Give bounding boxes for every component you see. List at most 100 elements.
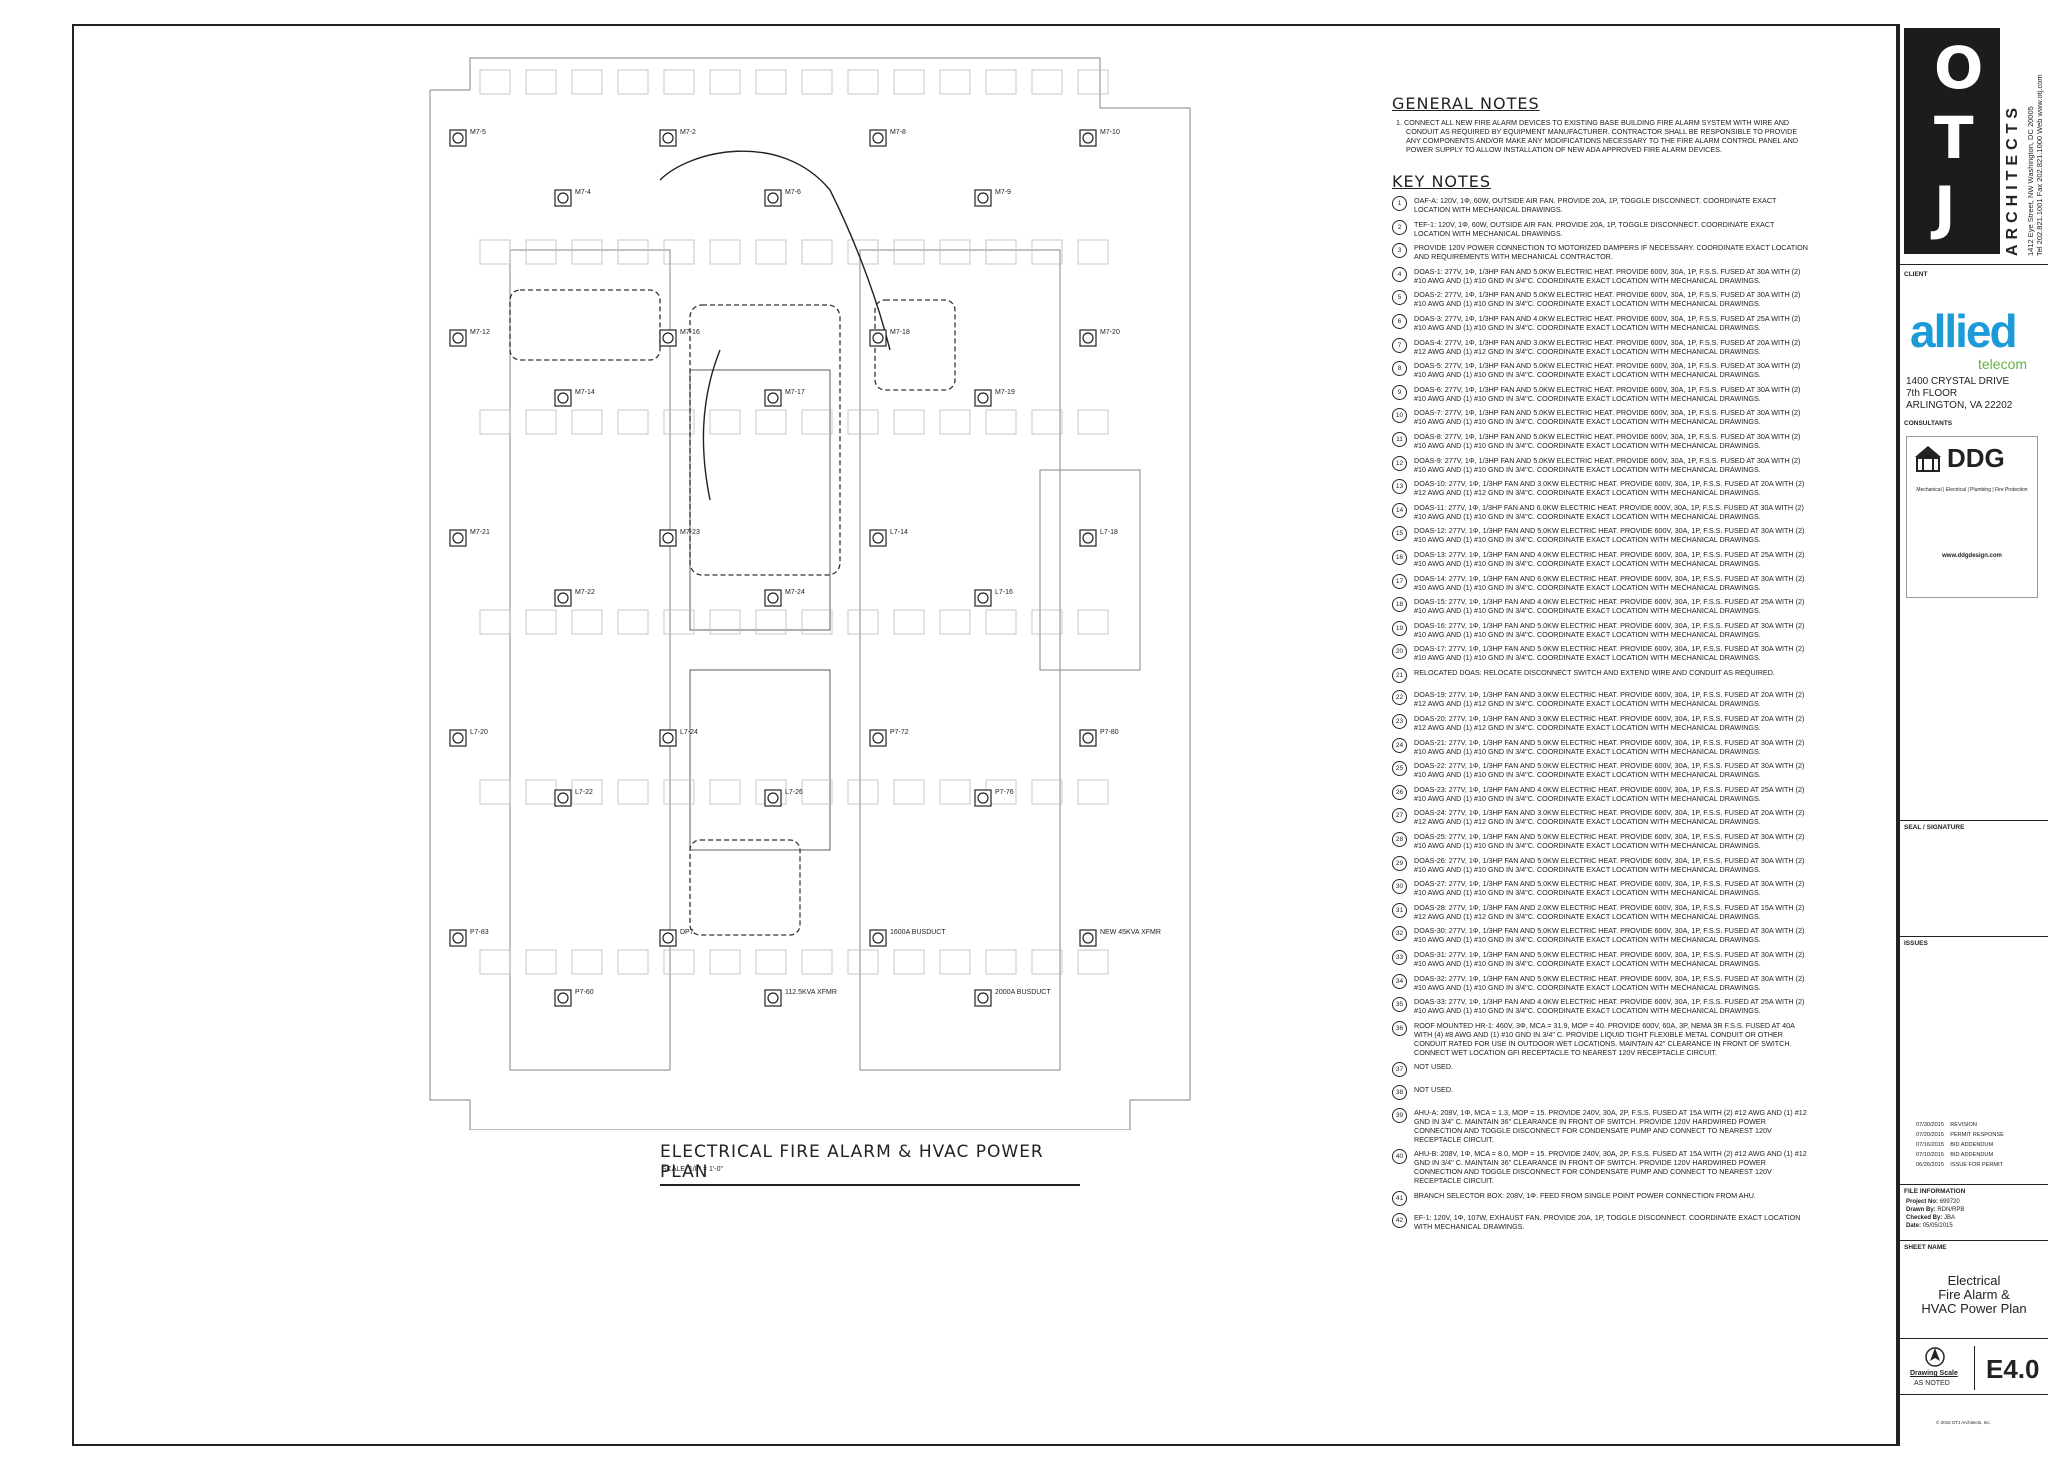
drawing-scale: AS NOTED <box>1914 1380 1950 1387</box>
cubicle-outline <box>709 949 741 975</box>
cubicle-outline <box>525 239 557 265</box>
key-note-number: 21 <box>1392 667 1407 683</box>
general-notes-heading: GENERAL NOTES <box>1392 94 1540 113</box>
key-note-text: DOAS-14: 277V, 1Φ, 1/3HP FAN AND 6.0KW E… <box>1414 573 1805 592</box>
issue-desc: BID ADDENDUM <box>1950 1142 1994 1148</box>
key-note-text: OAF-A: 120V, 1Φ, 60W, OUTSIDE AIR FAN. P… <box>1414 196 1777 214</box>
key-note-text: DOAS-10: 277V, 1Φ, 1/3HP FAN AND 3.0KW E… <box>1414 479 1805 498</box>
firm-letter-t: T <box>1934 104 1974 172</box>
equipment-unit: M7-17 <box>764 389 805 407</box>
sheet-name: Electrical Fire Alarm & HVAC Power Plan <box>1900 1274 2048 1316</box>
cubicle-outline <box>847 239 879 265</box>
equipment-label: L7-18 <box>1100 529 1118 536</box>
cubicle-outline <box>1031 239 1063 265</box>
cubicle-outline <box>755 949 787 975</box>
firm-logo: O T J <box>1904 28 2000 254</box>
file-info-key: Date: <box>1906 1223 1922 1229</box>
consultant-web: www.ddgdesign.com <box>1942 553 2002 559</box>
key-note-number: 42 <box>1392 1213 1407 1229</box>
cubicle-outline <box>755 409 787 435</box>
file-info-key: Checked By: <box>1906 1215 1943 1221</box>
key-note-number: 27 <box>1392 808 1407 824</box>
key-note-number: 11 <box>1392 431 1407 447</box>
cubicle-outline <box>985 69 1017 95</box>
key-note-number: 15 <box>1392 526 1407 542</box>
equipment-label: NEW 45KVA XFMR <box>1100 929 1161 936</box>
key-note-text: DOAS-7: 277V, 1Φ, 1/3HP FAN AND 5.0KW EL… <box>1414 408 1801 427</box>
divider <box>1974 1346 1975 1390</box>
key-note-number: 29 <box>1392 855 1407 871</box>
cubicle-outline <box>617 409 649 435</box>
issue-row: 06/26/2015 ISSUE FOR PERMIT <box>1916 1162 2003 1168</box>
equipment-unit: M7-4 <box>554 189 591 207</box>
equipment-unit: M7-2 <box>659 129 696 147</box>
key-note-text: DOAS-30: 277V, 1Φ, 1/3HP FAN AND 5.0KW E… <box>1414 926 1805 945</box>
file-info-row: Date: 05/05/2015 <box>1906 1222 1964 1230</box>
equipment-label: P7-76 <box>995 789 1014 796</box>
cubicle-outline <box>801 949 833 975</box>
firm-vertical-text: ARCHITECTS 1412 Eye Street, NW Washingto… <box>2004 30 2044 256</box>
cubicle-outline <box>571 949 603 975</box>
divider <box>1900 936 2048 937</box>
equipment-label: M7-22 <box>575 589 595 596</box>
cubicle-outline <box>571 409 603 435</box>
key-note-text: DOAS-27: 277V, 1Φ, 1/3HP FAN AND 5.0KW E… <box>1414 879 1805 898</box>
cubicle-outline <box>479 779 511 805</box>
key-note-text: TEF-1: 120V, 1Φ, 60W, OUTSIDE AIR FAN. P… <box>1414 219 1775 238</box>
firm-logo-block: O T J ARCHITECTS 1412 Eye Street, NW Was… <box>1900 24 2048 265</box>
north-arrow-icon <box>1925 1347 1945 1367</box>
cubicle-outline <box>985 949 1017 975</box>
issue-row: 07/10/2015 BID ADDENDUM <box>1916 1152 1993 1158</box>
key-note-number: 31 <box>1392 902 1407 918</box>
key-note-text: DOAS-19: 277V, 1Φ, 1/3HP FAN AND 3.0KW E… <box>1414 690 1805 709</box>
equipment-unit: M7-6 <box>764 189 801 207</box>
equipment-unit: M7-24 <box>764 589 805 607</box>
cubicle-outline <box>1077 949 1109 975</box>
equipment-label: L7-22 <box>575 789 593 796</box>
equipment-unit: M7-14 <box>554 389 595 407</box>
key-note-text: RELOCATED DOAS: RELOCATE DISCONNECT SWIT… <box>1414 667 1775 677</box>
key-note-number: 5 <box>1392 290 1407 306</box>
key-note-text: AHU-A: 208V, 1Φ, MCA = 1.3, MOP = 15. PR… <box>1414 1107 1807 1144</box>
file-info-value: 05/05/2015 <box>1922 1223 1953 1229</box>
key-note-text: AHU-B: 208V, 1Φ, MCA = 8.0, MOP = 15. PR… <box>1414 1149 1807 1186</box>
cubicle-outline <box>663 409 695 435</box>
cubicle-outline <box>571 69 603 95</box>
equipment-label: P7-72 <box>890 729 909 736</box>
key-note-number: 2 <box>1392 219 1407 235</box>
key-note-number: 36 <box>1392 1020 1407 1036</box>
cubicle-outline <box>525 69 557 95</box>
key-note-number: 3 <box>1392 243 1407 259</box>
key-note-number: 25 <box>1392 761 1407 777</box>
revision-cloud-2 <box>689 304 841 576</box>
key-note-text: DOAS-4: 277V, 1Φ, 1/3HP FAN AND 3.0KW EL… <box>1414 337 1801 356</box>
key-note-number: 8 <box>1392 361 1407 377</box>
key-note-number: 26 <box>1392 784 1407 800</box>
equipment-label: 1600A BUSDUCT <box>890 929 946 936</box>
equipment-unit: 2000A BUSDUCT <box>974 989 1051 1007</box>
equipment-unit: M7-5 <box>449 129 486 147</box>
cubicle-outline <box>571 239 603 265</box>
file-info-row: Checked By: JBA <box>1906 1214 1964 1222</box>
key-note-text: DOAS-16: 277V, 1Φ, 1/3HP FAN AND 5.0KW E… <box>1414 620 1805 639</box>
cubicle-outline <box>1077 239 1109 265</box>
cubicle-outline <box>663 239 695 265</box>
equipment-unit: P7-83 <box>449 929 489 947</box>
cubicle-outline <box>1077 779 1109 805</box>
cubicle-outline <box>709 409 741 435</box>
divider <box>1900 1184 2048 1185</box>
equipment-label: M7-16 <box>680 329 700 336</box>
cubicle-outline <box>663 609 695 635</box>
key-note-text: NOT USED. <box>1414 1084 1454 1094</box>
